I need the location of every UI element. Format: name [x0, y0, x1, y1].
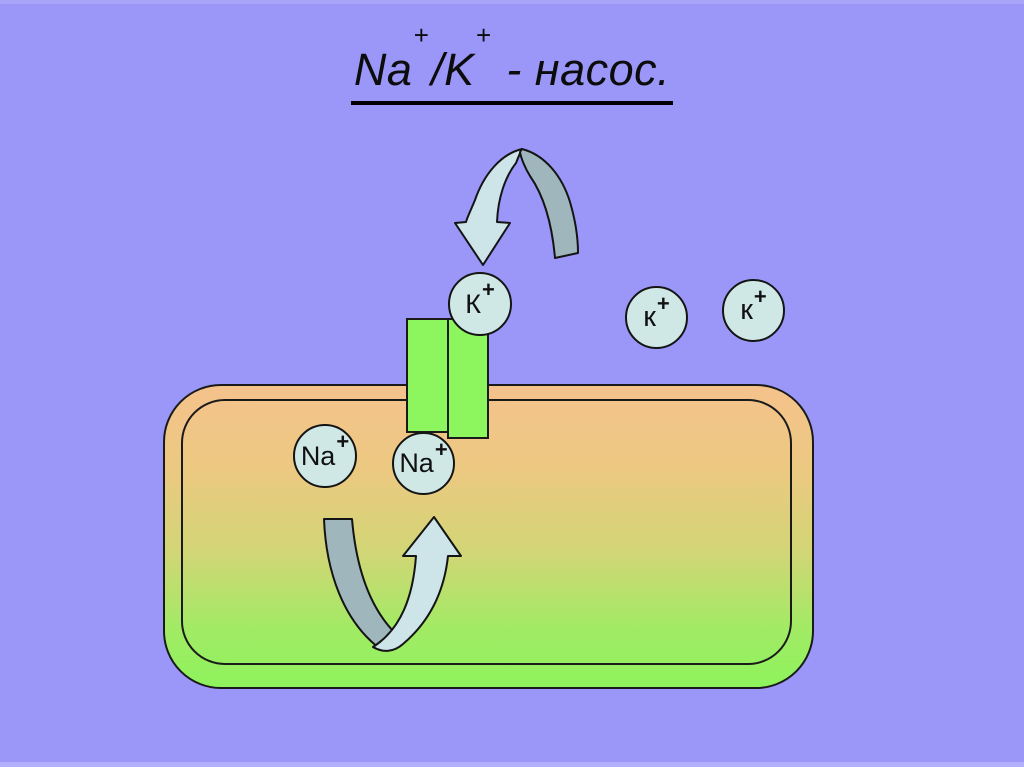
- ion-label: к: [643, 301, 656, 333]
- k-influx-arrow-light-ribbon: [454, 148, 523, 266]
- ion-charge: +: [656, 290, 670, 316]
- title-k-charge: +: [475, 20, 492, 50]
- ion-na-inside-2: Na+: [392, 432, 455, 495]
- ion-label: к: [740, 294, 753, 326]
- ion-na-inside-1: Na+: [293, 424, 357, 488]
- ion-label: Na: [300, 440, 336, 471]
- ion-label: К: [465, 288, 481, 319]
- pump-channel-right: [447, 318, 489, 439]
- ion-charge: +: [434, 436, 448, 462]
- title-k: /K: [431, 44, 475, 95]
- slide-bottom-edge: [0, 762, 1024, 767]
- slide-title: Na+/K+ - насос.: [0, 20, 1024, 105]
- pump-channel-left: [406, 318, 447, 433]
- ion-k-outside-1: к+: [625, 286, 688, 349]
- k-influx-arch-arrow-icon: [454, 148, 579, 266]
- ion-charge: +: [481, 277, 495, 302]
- title-na-charge: +: [413, 20, 430, 50]
- title-na: Na: [353, 44, 413, 95]
- slide-title-text: Na+/K+ - насос.: [350, 20, 674, 105]
- ion-k-outside-2: к+: [722, 279, 785, 342]
- k-influx-arrow-dark-ribbon: [519, 148, 579, 259]
- slide-top-edge: [0, 0, 1024, 4]
- ion-charge: +: [753, 283, 767, 309]
- ion-k-at-channel: К+: [448, 272, 512, 336]
- ion-label: Na: [399, 448, 434, 478]
- title-rest: - насос.: [493, 44, 671, 95]
- ion-charge: +: [336, 429, 350, 454]
